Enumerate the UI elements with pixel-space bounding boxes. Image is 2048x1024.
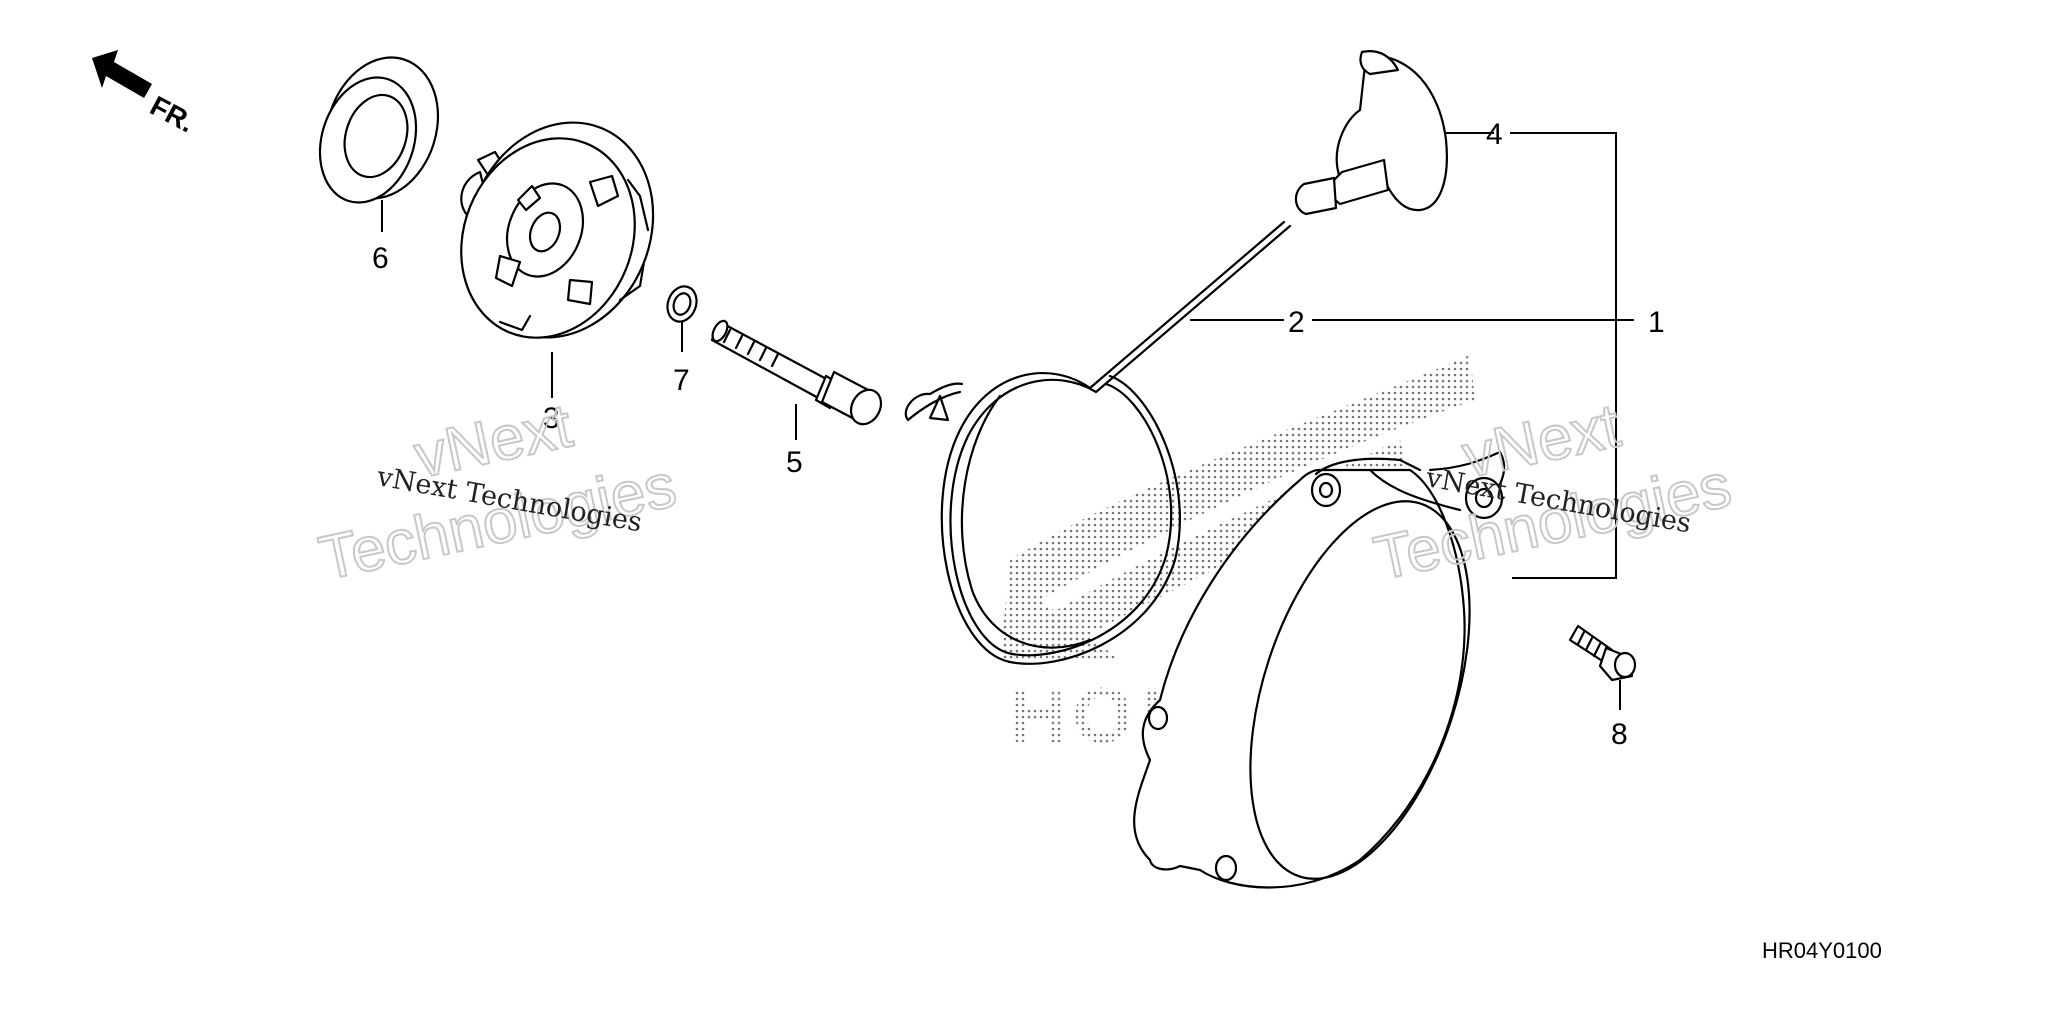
starter-grip-icon (1294, 50, 1448, 216)
callout-3: 3 (543, 402, 560, 435)
callout-4: 4 (1486, 118, 1503, 151)
washer-icon (666, 285, 698, 323)
front-label: FR. (145, 90, 199, 139)
callout-1: 1 (1648, 306, 1665, 339)
callout-2: 2 (1288, 306, 1305, 339)
starter-rope-icon (904, 220, 1292, 665)
flange-bolt-icon (710, 319, 883, 426)
callout-numbers: 1 2 3 4 5 6 7 8 (372, 118, 1665, 751)
watermark-left: vNext Technologies vNext Technologies (313, 390, 683, 594)
callout-5: 5 (786, 446, 803, 479)
starter-pulley-icon (460, 121, 655, 339)
small-bolt-icon (1568, 624, 1637, 682)
watermark-right: vNext Technologies vNext Technologies (1368, 390, 1738, 594)
leader-lines (381, 132, 1634, 710)
diagram-code: HR04Y0100 (1762, 938, 1882, 963)
callout-6: 6 (372, 242, 389, 275)
callout-7: 7 (673, 364, 690, 397)
recoil-starter-cover-icon (1133, 450, 1506, 889)
front-arrow-icon: FR. (92, 50, 200, 138)
callout-8: 8 (1611, 718, 1628, 751)
oil-seal-icon (318, 56, 440, 204)
